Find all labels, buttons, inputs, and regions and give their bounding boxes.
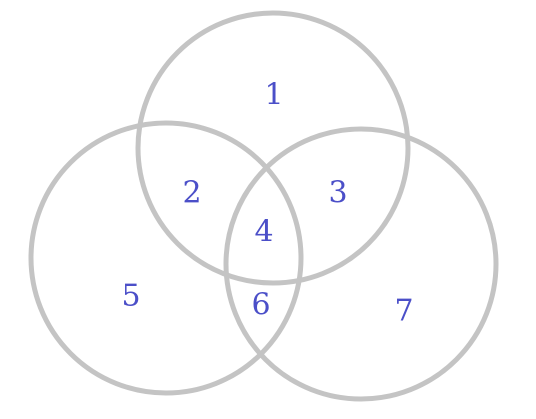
region-label-6: 6: [251, 288, 270, 323]
region-label-7: 7: [394, 294, 413, 329]
circle-top: [135, 10, 411, 286]
region-label-3: 3: [328, 176, 347, 211]
region-label-5: 5: [121, 279, 140, 314]
region-label-1: 1: [264, 78, 283, 113]
circle-left: [28, 120, 304, 396]
region-label-2: 2: [182, 176, 201, 211]
circle-right: [223, 126, 499, 402]
region-label-4: 4: [254, 215, 273, 250]
